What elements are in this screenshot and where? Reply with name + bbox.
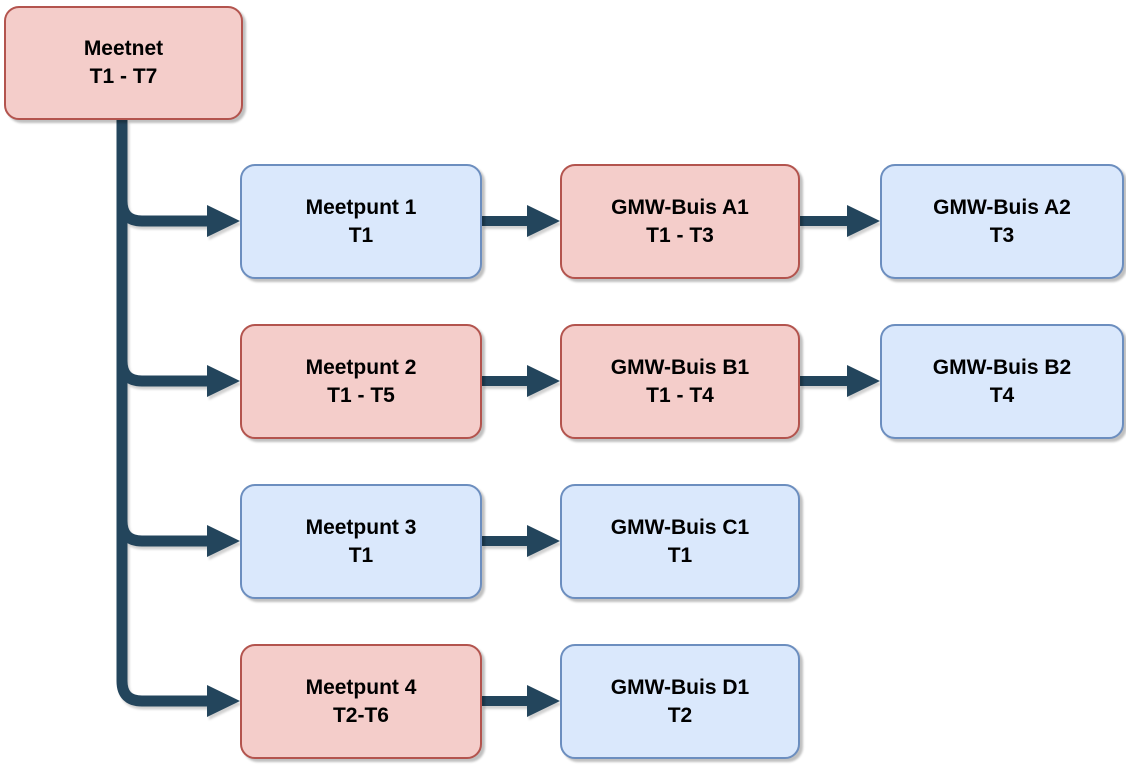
node-subtitle: T1 — [348, 543, 374, 567]
node-subtitle: T1 — [667, 543, 693, 567]
node-title: GMW-Buis A2 — [933, 195, 1071, 219]
edge-meetnet-meetpunt4 — [116, 120, 240, 717]
node-gmw-buis-b2: GMW-Buis B2 T4 — [880, 324, 1124, 439]
node-title: Meetpunt 3 — [305, 515, 417, 539]
node-subtitle: T4 — [989, 383, 1015, 407]
node-title: GMW-Buis B1 — [610, 355, 750, 379]
edge-meetpunt2-gmw-b1 — [482, 365, 560, 397]
edge-meetnet-meetpunt1 — [116, 120, 240, 237]
node-title: GMW-Buis B2 — [932, 355, 1072, 379]
node-subtitle: T2 — [667, 703, 693, 727]
node-meetpunt-4: Meetpunt 4 T2-T6 — [240, 644, 482, 759]
edge-gmw-a1-gmw-a2 — [800, 205, 880, 237]
node-title: GMW-Buis C1 — [610, 515, 750, 539]
edge-meetnet-meetpunt2 — [116, 120, 240, 397]
node-subtitle: T1 - T4 — [646, 383, 714, 407]
edge-gmw-b1-gmw-b2 — [800, 365, 880, 397]
node-subtitle: T1 - T3 — [646, 223, 714, 247]
node-meetpunt-2: Meetpunt 2 T1 - T5 — [240, 324, 482, 439]
node-meetpunt-3: Meetpunt 3 T1 — [240, 484, 482, 599]
edge-meetpunt4-gmw-d1 — [482, 685, 560, 717]
edge-meetpunt3-gmw-c1 — [482, 525, 560, 557]
node-gmw-buis-b1: GMW-Buis B1 T1 - T4 — [560, 324, 800, 439]
edge-meetpunt1-gmw-a1 — [482, 205, 560, 237]
node-title: Meetpunt 4 — [305, 675, 417, 699]
node-title: Meetpunt 2 — [305, 355, 417, 379]
node-title: Meetpunt 1 — [305, 195, 417, 219]
node-gmw-buis-c1: GMW-Buis C1 T1 — [560, 484, 800, 599]
node-meetpunt-1: Meetpunt 1 T1 — [240, 164, 482, 279]
node-title: Meetnet — [83, 37, 164, 60]
node-title: GMW-Buis A1 — [611, 195, 749, 219]
node-gmw-buis-a2: GMW-Buis A2 T3 — [880, 164, 1124, 279]
node-gmw-buis-a1: GMW-Buis A1 T1 - T3 — [560, 164, 800, 279]
node-title: GMW-Buis D1 — [610, 675, 750, 699]
node-gmw-buis-d1: GMW-Buis D1 T2 — [560, 644, 800, 759]
node-subtitle: T2-T6 — [332, 703, 389, 727]
node-subtitle: T3 — [989, 223, 1015, 247]
node-subtitle: T1 — [348, 223, 374, 247]
node-subtitle: T1 - T7 — [89, 65, 158, 88]
node-meetnet: Meetnet T1 - T7 — [4, 6, 243, 120]
edge-meetnet-meetpunt3 — [116, 120, 240, 557]
node-subtitle: T1 - T5 — [327, 383, 395, 407]
